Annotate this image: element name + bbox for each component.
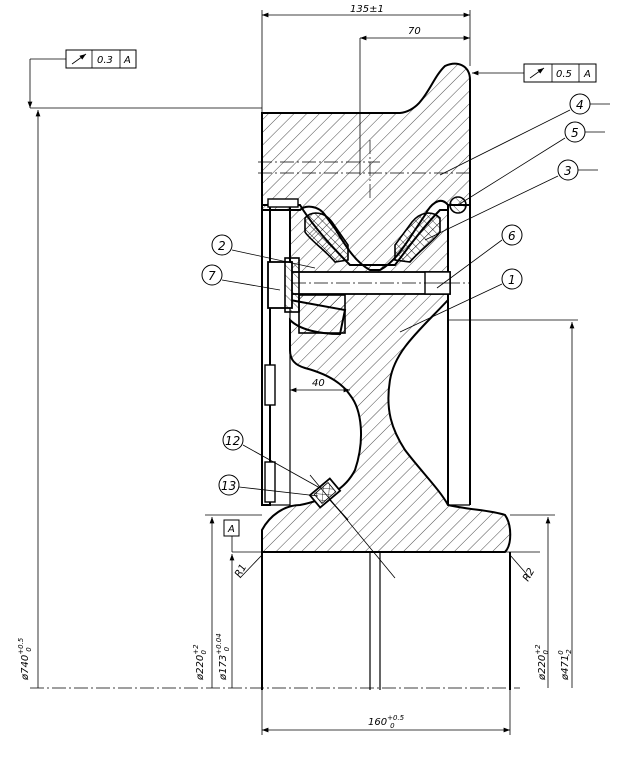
washer: [284, 257, 300, 313]
tolerance-frame-right: 0.5 A: [472, 63, 597, 83]
side-bolt-1: [264, 364, 276, 406]
balloon-6: 6: [436, 224, 523, 289]
top-pin: [267, 198, 299, 208]
dim-40: 40: [312, 378, 325, 389]
svg-text:3: 3: [564, 164, 572, 178]
dim-135: 135±1: [350, 4, 384, 15]
balloon-3: 3: [424, 159, 598, 241]
svg-text:4: 4: [576, 98, 584, 112]
svg-text:7: 7: [208, 269, 216, 283]
svg-text:0.5: 0.5: [556, 69, 572, 80]
svg-text:12: 12: [225, 434, 240, 448]
flange-block: [298, 294, 346, 334]
dim-dia-220-left: ø220+20: [192, 644, 208, 681]
datum-a-box: [223, 519, 240, 537]
svg-text:A: A: [583, 69, 591, 80]
seal-left: [304, 212, 349, 263]
dim-dia-740: ø740+0.50: [17, 637, 33, 681]
dim-dia-220-right: ø220+20: [534, 644, 550, 681]
balloon-13: 13: [218, 474, 319, 497]
svg-text:A: A: [123, 55, 131, 66]
tolerance-frame-left: 0.3 A: [27, 49, 137, 108]
side-bolt-2: [264, 461, 276, 503]
svg-text:6: 6: [508, 229, 516, 243]
side-plate-outer: [261, 204, 271, 506]
svg-text:2: 2: [218, 239, 226, 253]
dim-dia-471: ø4710-2: [557, 649, 573, 681]
balloon-2: 2: [211, 234, 316, 269]
svg-text:5: 5: [571, 126, 579, 140]
balloon-12: 12: [222, 429, 321, 489]
svg-text:0.3: 0.3: [97, 55, 113, 66]
seal-right: [394, 212, 441, 263]
balloon-1: 1: [399, 268, 523, 333]
radius-r2: R2: [521, 566, 537, 583]
radius-r1: R1: [233, 562, 249, 579]
dim-70: 70: [408, 26, 421, 37]
side-plate-inner: [269, 204, 291, 506]
dim-dia-173: ø173+0.040: [215, 633, 231, 681]
balloon-5: 5: [457, 121, 605, 206]
balloon-4: 4: [439, 93, 610, 176]
balloon-7: 7: [201, 264, 281, 291]
datum-a-label: A: [227, 524, 235, 535]
svg-text:1: 1: [508, 273, 516, 287]
svg-text:13: 13: [221, 479, 236, 493]
